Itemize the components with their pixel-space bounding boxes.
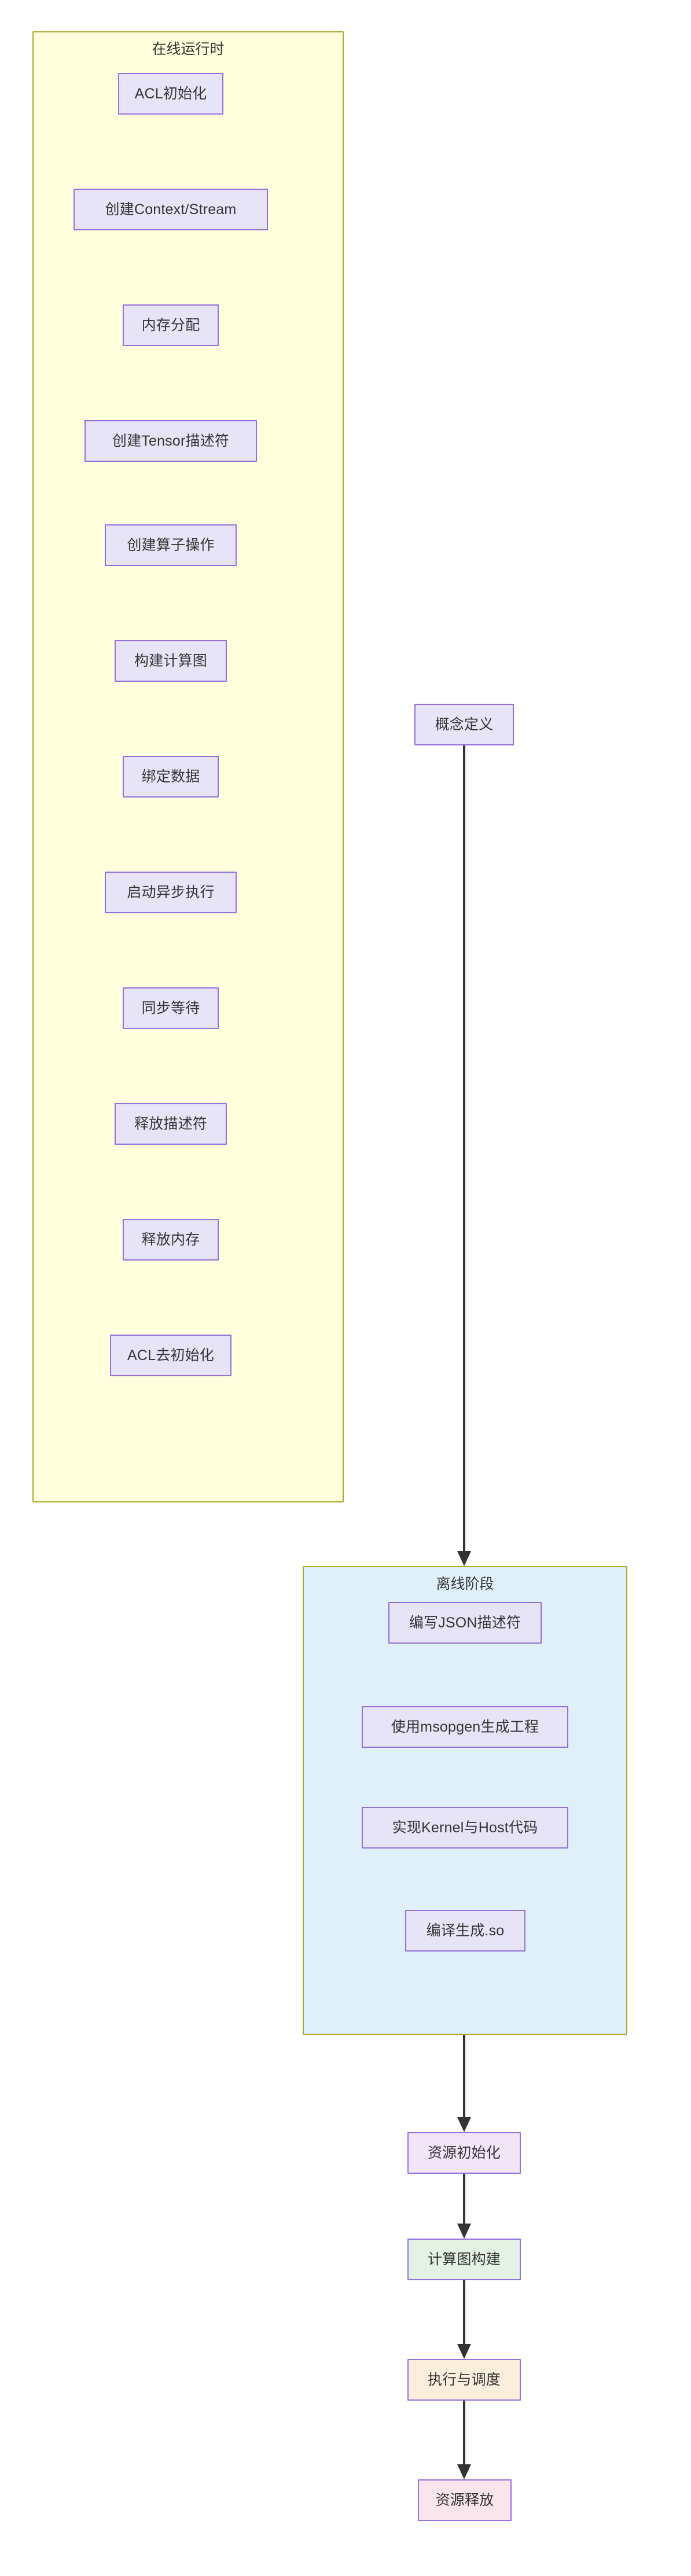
node-graph-build[interactable]: 计算图构建 [407,2239,521,2280]
node-label: 内存分配 [141,317,200,333]
node-label: 同步等待 [141,1000,200,1016]
node-compile-so[interactable]: 编译生成.so [405,1910,525,1952]
node-create-ctx[interactable]: 创建Context/Stream [73,189,268,230]
node-label: 概念定义 [435,716,494,733]
node-bind-data[interactable]: 绑定数据 [123,756,219,798]
node-free-desc[interactable]: 释放描述符 [115,1103,227,1145]
node-exec-sched[interactable]: 执行与调度 [407,2359,521,2401]
node-kernel-host[interactable]: 实现Kernel与Host代码 [362,1807,568,1849]
cluster-offline-stage: 离线阶段 [303,1566,627,2035]
node-label: 计算图构建 [427,2251,501,2268]
edge-execsched-to-resrelease [457,2401,471,2479]
node-write-json[interactable]: 编写JSON描述符 [388,1602,542,1644]
node-label: 释放内存 [141,1232,200,1248]
edge-resinit-to-graphbuild [457,2174,471,2239]
node-acl-finalize[interactable]: ACL去初始化 [110,1335,231,1376]
node-res-release[interactable]: 资源释放 [418,2479,512,2521]
node-acl-init[interactable]: ACL初始化 [118,73,223,115]
node-label: 编写JSON描述符 [409,1615,521,1631]
node-sync-wait[interactable]: 同步等待 [123,987,219,1029]
node-build-graph[interactable]: 构建计算图 [115,640,227,682]
node-label: 使用msopgen生成工程 [391,1719,539,1735]
node-label: 创建Context/Stream [105,201,237,218]
node-label: 释放描述符 [134,1116,207,1132]
node-label: ACL去初始化 [127,1347,215,1364]
node-label: 创建算子操作 [127,537,215,553]
node-free-mem[interactable]: 释放内存 [123,1219,219,1261]
node-label: 构建计算图 [134,653,207,669]
edge-graphbuild-to-execsched [457,2280,471,2359]
cluster-title-offline-stage: 离线阶段 [436,1576,494,1592]
node-create-op[interactable]: 创建算子操作 [105,524,237,566]
node-label: 实现Kernel与Host代码 [392,1820,538,1836]
node-mem-alloc[interactable]: 内存分配 [123,304,219,346]
node-label: 编译生成.so [426,1923,505,1939]
node-label: 资源初始化 [427,2145,501,2161]
node-msopgen[interactable]: 使用msopgen生成工程 [362,1706,568,1748]
edge-concept-to-offline [457,745,471,1566]
node-label: 启动异步执行 [127,884,215,901]
node-label: ACL初始化 [134,86,207,102]
node-concept-def[interactable]: 概念定义 [414,704,514,745]
edge-offline-to-resinit [457,2035,471,2132]
node-label: 执行与调度 [427,2372,501,2388]
node-res-init[interactable]: 资源初始化 [407,2132,521,2174]
node-create-tensor[interactable]: 创建Tensor描述符 [84,420,257,462]
node-label: 绑定数据 [141,769,200,785]
node-label: 创建Tensor描述符 [112,433,230,449]
node-async-exec[interactable]: 启动异步执行 [105,872,237,913]
cluster-title-online-runtime: 在线运行时 [152,41,225,57]
node-label: 资源释放 [435,2492,494,2508]
